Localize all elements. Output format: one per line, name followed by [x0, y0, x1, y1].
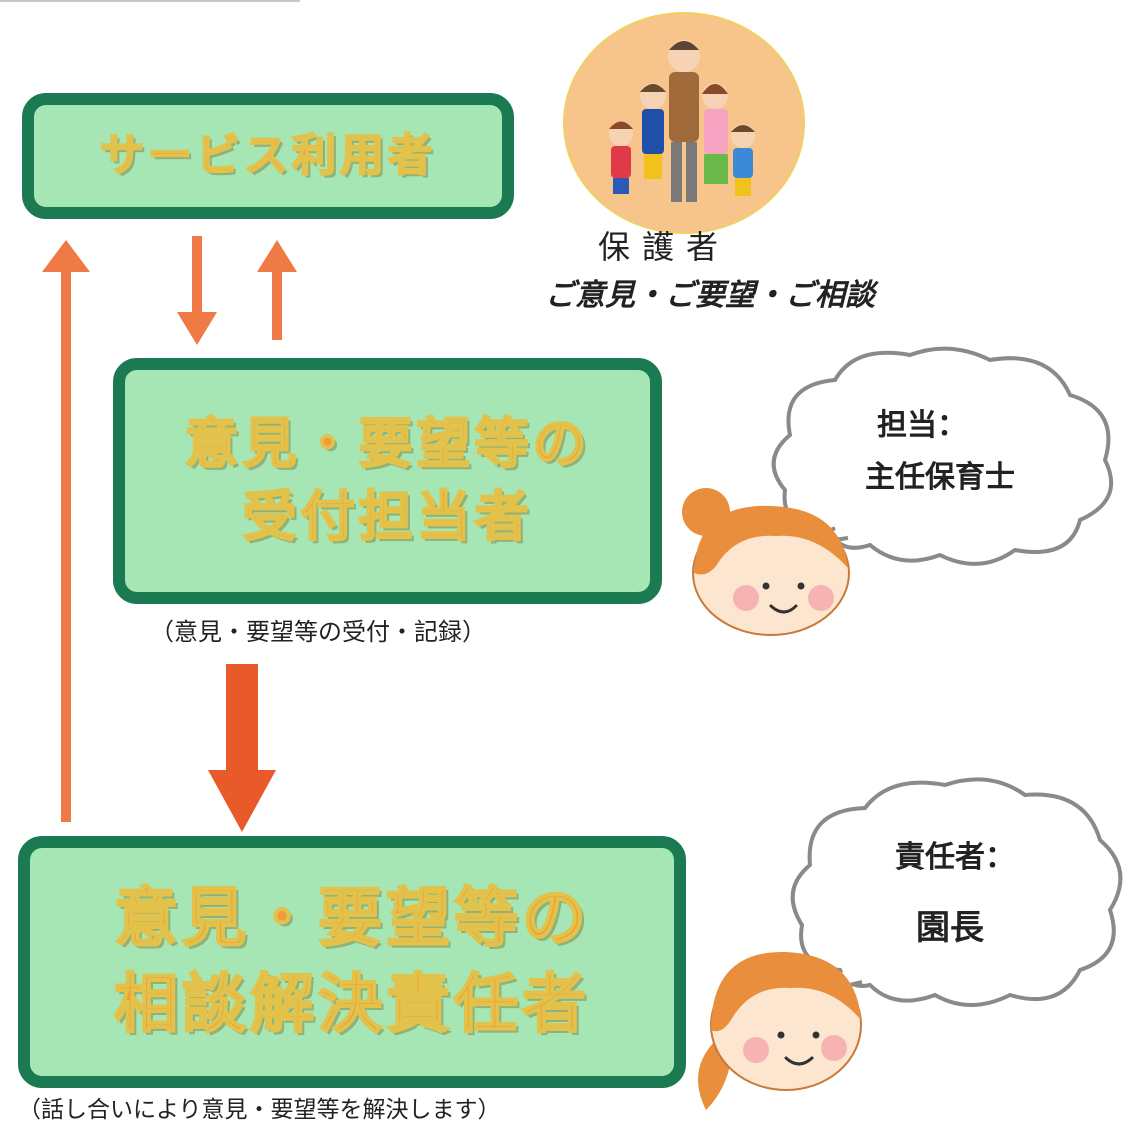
girl-face-bun-icon	[682, 488, 850, 636]
return-arrow-up	[42, 240, 90, 822]
arrow-up-to-user	[257, 240, 297, 340]
service-user-box: サービス利用者	[22, 93, 514, 219]
top-rule	[0, 0, 300, 2]
bubble-resolver-title: 責任者：	[895, 840, 1015, 875]
family-icon	[609, 40, 755, 202]
family-illustration	[563, 12, 805, 234]
arrow-down-to-resolver	[208, 664, 276, 832]
service-user-label: サービス利用者	[99, 129, 436, 182]
bubble-receptionist-title: 担当：	[877, 408, 967, 443]
guardian-label: 保護者	[598, 228, 731, 266]
bubble-receptionist-role: 主任保育士	[865, 460, 1015, 495]
resolver-note: （話し合いにより意見・要望等を解決します）	[18, 1097, 501, 1123]
resolver-label-line1: 意見・要望等の	[113, 881, 590, 957]
resolver-label-line2: 相談解決責任者	[113, 967, 590, 1043]
receptionist-label-line2: 受付担当者	[242, 484, 533, 549]
receptionist-label-line1: 意見・要望等の	[184, 411, 591, 476]
bubble-resolver-role: 園長	[916, 908, 984, 948]
guardian-topics: ご意見・ご要望・ご相談	[545, 278, 875, 313]
girl-face-ponytail-icon	[698, 951, 862, 1110]
receptionist-note: （意見・要望等の受付・記録）	[150, 618, 486, 646]
receptionist-box: 意見・要望等の 受付担当者	[113, 358, 662, 604]
arrow-down-to-receptionist	[177, 236, 217, 345]
resolver-box: 意見・要望等の 相談解決責任者	[18, 836, 686, 1088]
